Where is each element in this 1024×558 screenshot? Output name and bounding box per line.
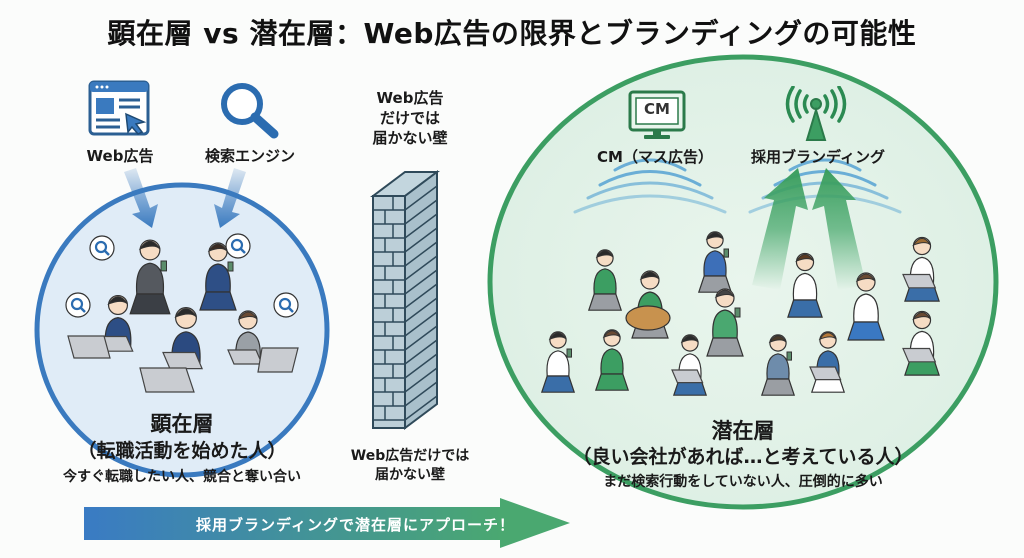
- latent-layer-title: 潜在層: [711, 419, 775, 443]
- person-figure: [787, 252, 823, 318]
- person-figure: [902, 310, 940, 376]
- down-arrow-web-ad: [124, 168, 158, 228]
- wall-bottom-label: Web広告だけでは 届かない壁: [335, 447, 485, 485]
- browser-ad-icon: [88, 80, 152, 138]
- up-arrow-left: [752, 168, 808, 290]
- wall-illustration: [370, 170, 440, 430]
- wall-top-line-2: だけでは: [379, 109, 440, 127]
- wall-bottom-line-2: 届かない壁: [375, 467, 445, 483]
- tv-screen-text: CM: [644, 100, 670, 118]
- up-arrow-right: [812, 168, 866, 290]
- person-figure: [540, 331, 576, 393]
- approach-banner-text: 採用ブランディングで潜在層にアプローチ！: [196, 516, 515, 534]
- cm-mass-ad-label: CM（マス広告）: [597, 148, 713, 166]
- recruitment-branding-label: 採用ブランディング: [751, 148, 885, 166]
- wall-top-line-3: 届かない壁: [372, 129, 448, 147]
- guitar-icon: [625, 305, 671, 331]
- search-bubble-icon: [273, 292, 299, 318]
- explicit-layer-note: 今すぐ転職したい人、競合と奪い合い: [63, 469, 301, 485]
- web-ad-label: Web広告: [86, 147, 154, 165]
- cm-signal-waves: [573, 158, 727, 214]
- person-figure: [199, 242, 237, 311]
- person-figure: [809, 331, 846, 393]
- tv-cm-icon: CM: [628, 90, 686, 142]
- relaxed-people-illustration: [540, 231, 940, 396]
- page-title: 顕在層 vs 潜在層：Web広告の限界とブランディングの可能性: [107, 17, 917, 50]
- search-bubble-icon: [225, 233, 251, 259]
- latent-layer-note: まだ検索行動をしていない人、圧倒的に多い: [603, 474, 883, 490]
- person-figure: [697, 231, 733, 293]
- person-figure: [162, 307, 204, 370]
- search-engine-label: 検索エンジン: [204, 147, 295, 165]
- person-figure: [594, 329, 630, 391]
- explicit-layer-title: 顕在層: [150, 412, 214, 436]
- broadcast-antenna-icon: [785, 85, 847, 144]
- person-figure: [847, 272, 885, 341]
- search-bubble-icon: [65, 292, 91, 318]
- wall-bottom-line-1: Web広告だけでは: [350, 448, 470, 464]
- approach-banner-arrow: [84, 498, 570, 548]
- person-figure: [902, 236, 940, 302]
- job-seekers-illustration: [65, 233, 299, 393]
- person-figure: [760, 334, 796, 396]
- person-figure: [227, 310, 263, 365]
- person-figure: [587, 249, 623, 311]
- person-figure: [129, 239, 171, 315]
- explicit-layer-subtitle: （転職活動を始めた人）: [77, 440, 287, 462]
- person-figure: [671, 334, 708, 396]
- search-bubble-icon: [89, 235, 115, 261]
- wall-top-label: Web広告 だけでは 届かない壁: [345, 88, 475, 148]
- latent-layer-subtitle: （良い会社があれば…と考えている人）: [572, 446, 914, 468]
- down-arrow-search: [214, 168, 246, 228]
- person-figure: [706, 288, 744, 357]
- search-icon: [218, 80, 282, 140]
- wall-top-line-1: Web広告: [376, 89, 444, 107]
